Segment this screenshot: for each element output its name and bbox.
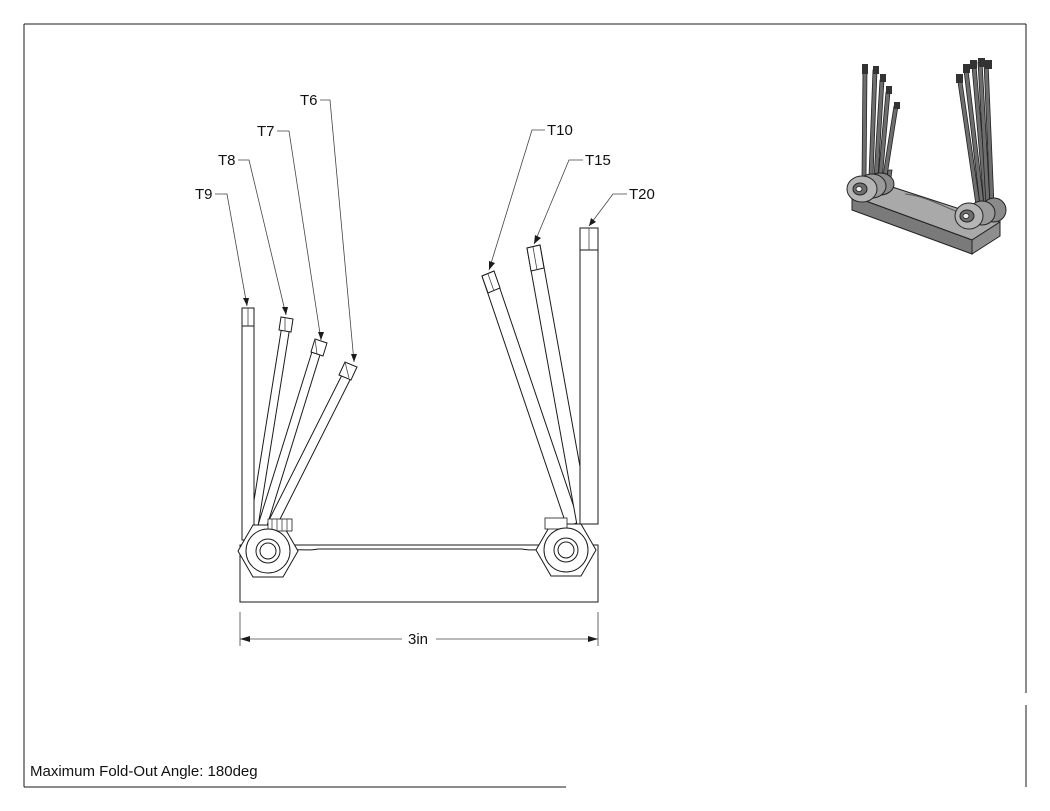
callout-t10-label: T10 — [547, 122, 573, 139]
callout-t6: T6 — [300, 92, 357, 363]
callout-t9-label: T9 — [195, 186, 213, 203]
key-t9 — [241, 307, 255, 541]
callout-t20-label: T20 — [629, 186, 655, 203]
width-dimension-label: 3in — [408, 631, 428, 648]
width-dimension: 3in — [239, 612, 599, 648]
front-view — [237, 227, 599, 603]
callout-t8: T8 — [218, 152, 288, 316]
callout-t7-label: T7 — [257, 123, 275, 140]
sheet-border — [23, 23, 1027, 788]
callout-t15-label: T15 — [585, 152, 611, 169]
callout-t20: T20 — [588, 186, 655, 227]
left-pivot-hub — [237, 518, 299, 578]
callout-t15: T15 — [533, 152, 611, 245]
callout-t10: T10 — [488, 122, 573, 271]
isometric-view — [846, 58, 1007, 255]
callout-t6-label: T6 — [300, 92, 318, 109]
callout-t7: T7 — [257, 123, 324, 341]
callout-t8-label: T8 — [218, 152, 236, 169]
fold-out-angle-note: Maximum Fold-Out Angle: 180deg — [30, 763, 258, 780]
callout-t9: T9 — [195, 186, 249, 307]
key-t20 — [579, 227, 599, 525]
right-pivot-hub — [535, 517, 597, 577]
